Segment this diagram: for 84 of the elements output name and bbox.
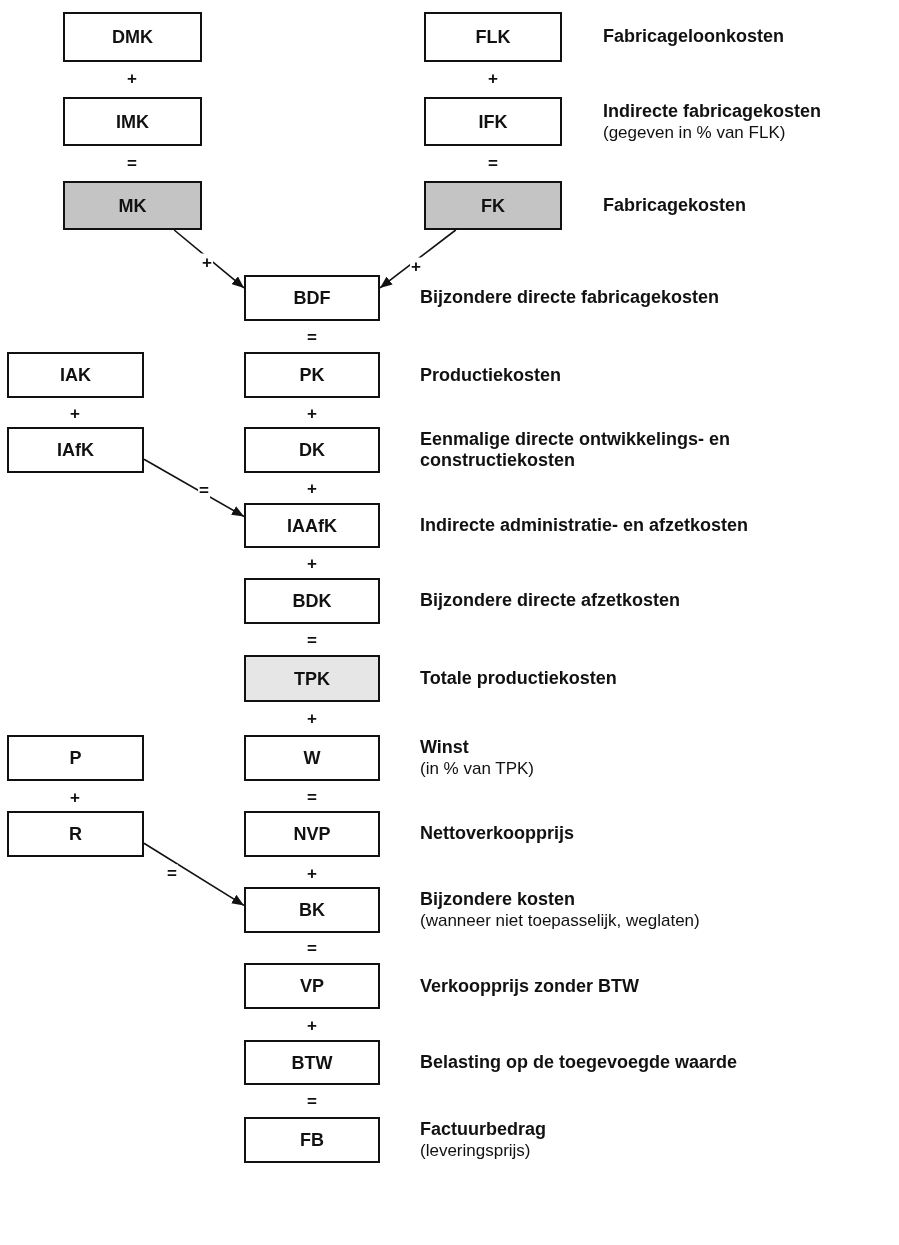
cost-box xyxy=(63,97,202,146)
cost-box xyxy=(7,735,144,781)
cost-box xyxy=(7,352,144,398)
cost-description: Eenmalige directe ontwikkelings- en constructiekosten xyxy=(420,429,732,471)
cost-description: Fabricagekosten xyxy=(603,195,748,216)
cost-box xyxy=(244,503,380,548)
box-label: BK xyxy=(299,901,325,919)
cost-description: Factuurbedrag xyxy=(420,1119,548,1140)
box-label: IAAfK xyxy=(287,516,337,535)
box-label: DMK xyxy=(112,28,153,46)
box-label: BTW xyxy=(291,1053,333,1072)
operator-label: + xyxy=(307,709,317,727)
operator-label: + xyxy=(488,69,498,87)
box-label: BDF xyxy=(293,289,331,307)
arrow xyxy=(379,229,457,289)
box-label: TPK xyxy=(294,669,330,688)
arrow xyxy=(143,842,245,907)
cost-box xyxy=(244,887,380,933)
description-note: (in % van TPK) xyxy=(420,758,535,779)
box-label: FK xyxy=(481,196,505,215)
cost-box xyxy=(244,1040,380,1085)
operator-label: = xyxy=(307,1092,317,1110)
operator-label: + xyxy=(307,404,317,422)
cost-description: Bijzondere directe afzetkosten xyxy=(420,590,682,611)
cost-box xyxy=(424,181,562,230)
cost-description: Nettoverkoopprijs xyxy=(420,823,576,844)
box-label: R xyxy=(69,825,82,843)
cost-box xyxy=(244,1117,380,1163)
box-label: BDK xyxy=(292,592,332,610)
box-label: P xyxy=(69,749,82,767)
operator-label: + xyxy=(70,404,80,422)
description-note: (gegeven in % van FLK) xyxy=(603,122,787,143)
box-label: FB xyxy=(300,1131,324,1149)
box-label: PK xyxy=(299,366,325,384)
cost-box xyxy=(424,12,562,62)
description-note: (wanneer niet toepasselijk, weglaten) xyxy=(420,910,701,931)
cost-description: Verkoopprijs zonder BTW xyxy=(420,976,641,997)
operator-label: = xyxy=(307,939,317,957)
cost-box xyxy=(424,97,562,146)
cost-box xyxy=(244,275,380,321)
arrow xyxy=(143,458,245,518)
box-label: MK xyxy=(118,196,147,215)
cost-description: Indirecte administratie- en afzetkosten xyxy=(420,515,750,536)
cost-description: Indirecte fabricagekosten xyxy=(603,101,823,122)
cost-box xyxy=(244,655,380,702)
operator-label: + xyxy=(70,788,80,806)
box-label: IFK xyxy=(478,112,508,131)
operator-label: + xyxy=(307,864,317,882)
cost-description: Bijzondere directe fabricagekosten xyxy=(420,287,721,308)
box-label: W xyxy=(303,749,321,767)
cost-box xyxy=(7,427,144,473)
cost-description: Fabricageloonkosten xyxy=(603,26,786,47)
arrow xyxy=(173,229,245,289)
operator-label: = xyxy=(307,788,317,806)
description-note: (leveringsprijs) xyxy=(420,1140,532,1161)
cost-box xyxy=(63,12,202,62)
box-label: NVP xyxy=(293,825,331,843)
cost-box xyxy=(244,352,380,398)
operator-label: + xyxy=(307,554,317,572)
operator-label: + xyxy=(307,1016,317,1034)
box-label: FLK xyxy=(475,28,511,46)
cost-description: Bijzondere kosten xyxy=(420,889,577,910)
cost-description: Productiekosten xyxy=(420,365,563,386)
operator-label: = xyxy=(488,154,498,172)
box-label: IAK xyxy=(60,366,91,384)
operator-label: + xyxy=(127,69,137,87)
operator-label: = xyxy=(127,154,137,172)
cost-box xyxy=(244,963,380,1009)
cost-box xyxy=(7,811,144,857)
cost-description: Totale productiekosten xyxy=(420,668,618,689)
cost-box xyxy=(244,811,380,857)
cost-box xyxy=(244,578,380,624)
cost-box xyxy=(63,181,202,230)
cost-description: Belasting op de toegevoegde waarde xyxy=(420,1052,739,1073)
box-label: IAfK xyxy=(57,441,94,459)
operator-label: = xyxy=(307,328,317,346)
cost-box xyxy=(244,735,380,781)
box-label: DK xyxy=(299,441,325,459)
operator-label: + xyxy=(307,479,317,497)
cost-description: Winst xyxy=(420,737,470,758)
operator-label: = xyxy=(307,631,317,649)
box-label: IMK xyxy=(116,112,149,131)
cost-box xyxy=(244,427,380,473)
box-label: VP xyxy=(300,977,324,995)
